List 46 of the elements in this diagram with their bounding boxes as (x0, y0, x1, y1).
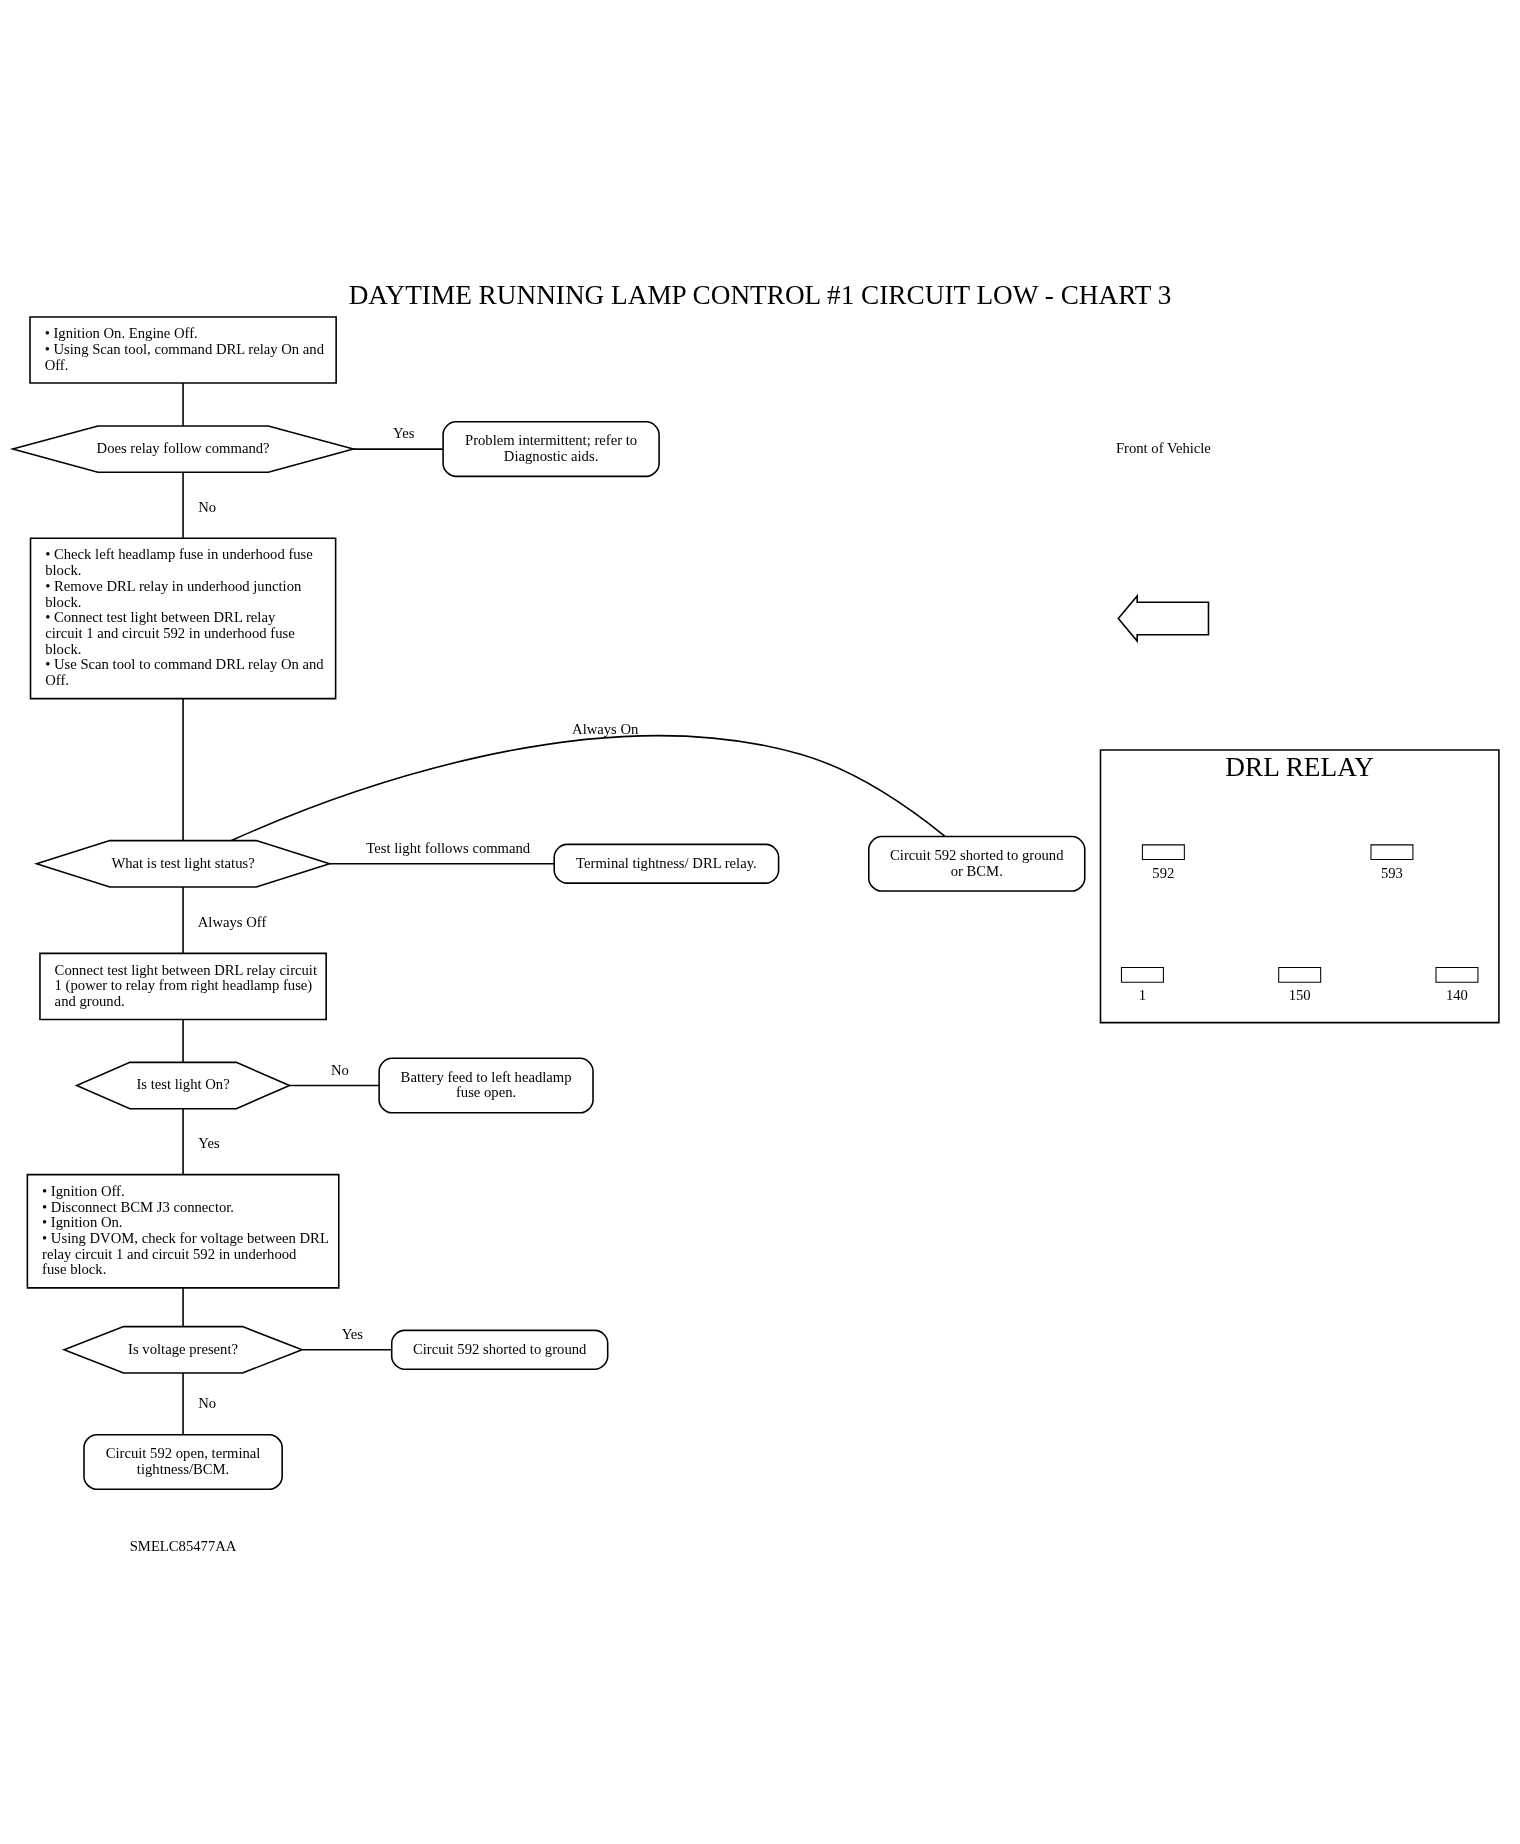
node-box: • Ignition On. Engine Off. • Using Scan tool, command DRL relay On and Off. (29, 316, 337, 384)
connector (182, 698, 184, 842)
node-box (1435, 967, 1479, 983)
node-box: Battery feed to left headlamp fuse open. (378, 1057, 594, 1114)
node-arrow (1117, 593, 1210, 644)
node-box: • Check left headlamp fuse in underhood fuse block. • Remove DRL relay in underhood junction block. • Connect test light between DRL relay circuit 1 and circuit 592 in underhood fuse block. • Use Scan tool to command DRL relay On and Off. (29, 537, 337, 700)
node-label: 140 (1445, 987, 1468, 1004)
node-box (1370, 844, 1414, 861)
edge-label: Always On (572, 720, 639, 737)
node-box: Terminal tightness/ DRL relay. (553, 843, 780, 884)
connector (301, 1349, 393, 1351)
label: Front of Vehicle (1115, 439, 1211, 456)
edge-label: No (198, 498, 217, 515)
connector (182, 382, 184, 427)
connector (352, 448, 444, 450)
connector (230, 735, 946, 842)
node-label: 150 (1288, 987, 1311, 1004)
connector (182, 1287, 184, 1328)
node-box: • Ignition Off. • Disconnect BCM J3 connector. • Ignition On. • Using DVOM, check for voltage between DRL relay circuit 1 and circuit 592 in underhood fuse block. (26, 1173, 340, 1289)
node-label: 593 (1380, 864, 1403, 881)
edge-label: Always Off (197, 913, 267, 930)
connector (182, 886, 184, 954)
node-box: Problem intermittent; refer to Diagnostic aids. (442, 421, 660, 478)
node-box (1120, 967, 1164, 983)
connector (288, 1084, 380, 1087)
node-box (1141, 844, 1185, 861)
node-box: Circuit 592 open, terminal tightness/BCM. (83, 1433, 283, 1491)
edge-label: Yes (198, 1135, 220, 1152)
node-label: 592 (1152, 864, 1175, 881)
diagram-title: DAYTIME RUNNING LAMP CONTROL #1 CIRCUIT LOW - CHART 3 (348, 280, 1172, 311)
connector (182, 1018, 184, 1064)
node-label: 1 (1138, 987, 1147, 1004)
edge-label: No (198, 1395, 217, 1412)
connector (182, 1107, 184, 1176)
connector (182, 1372, 184, 1436)
edge-label: Yes (393, 425, 415, 442)
connector (328, 862, 555, 865)
edge-label: Test light follows command (366, 839, 531, 856)
node-box (1278, 967, 1322, 983)
connector (182, 471, 184, 539)
node-box: Circuit 592 shorted to ground (390, 1329, 609, 1370)
node-box: Circuit 592 shorted to ground or BCM. (868, 835, 1086, 892)
node-box: Connect test light between DRL relay circuit 1 (power to relay from right headlamp fuse) and ground. (39, 952, 327, 1021)
edge-label: Yes (341, 1325, 363, 1342)
label: SMELC85477AA (129, 1537, 237, 1554)
edge-label: No (331, 1061, 349, 1078)
